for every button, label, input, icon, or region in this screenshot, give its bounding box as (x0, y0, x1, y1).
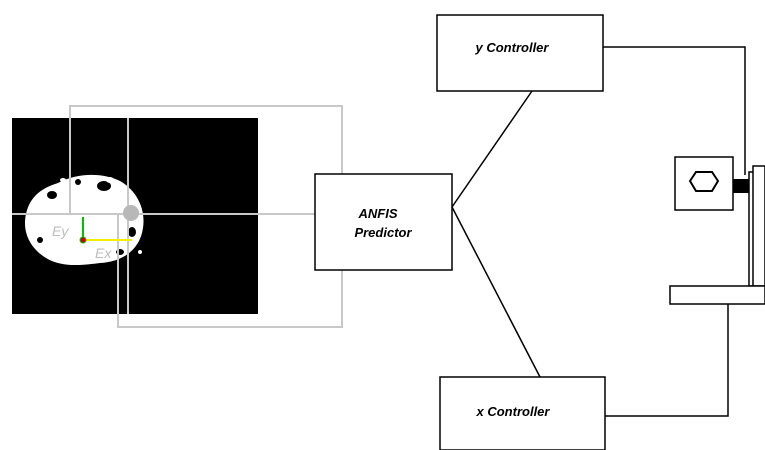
y-controller-label: y Controller (475, 40, 550, 55)
x-controller-label: x Controller (476, 404, 551, 419)
target-blob-speckles (60, 177, 142, 254)
ey-axis-label: Ey (52, 223, 69, 239)
anfis-label-line2: Predictor (354, 225, 412, 240)
anfis-predictor-block (314, 173, 453, 271)
platform-icon (669, 165, 765, 305)
connection-lines (451, 46, 746, 417)
x-controller-block (439, 376, 606, 450)
y-controller-block (436, 14, 604, 92)
camera-icon (674, 156, 753, 211)
ex-axis-label: Ex (95, 245, 112, 261)
center-mark (79, 236, 87, 244)
anfis-label-line1: ANFIS (358, 206, 398, 221)
camera-image-panel (12, 118, 258, 314)
target-point-marker (123, 205, 139, 221)
